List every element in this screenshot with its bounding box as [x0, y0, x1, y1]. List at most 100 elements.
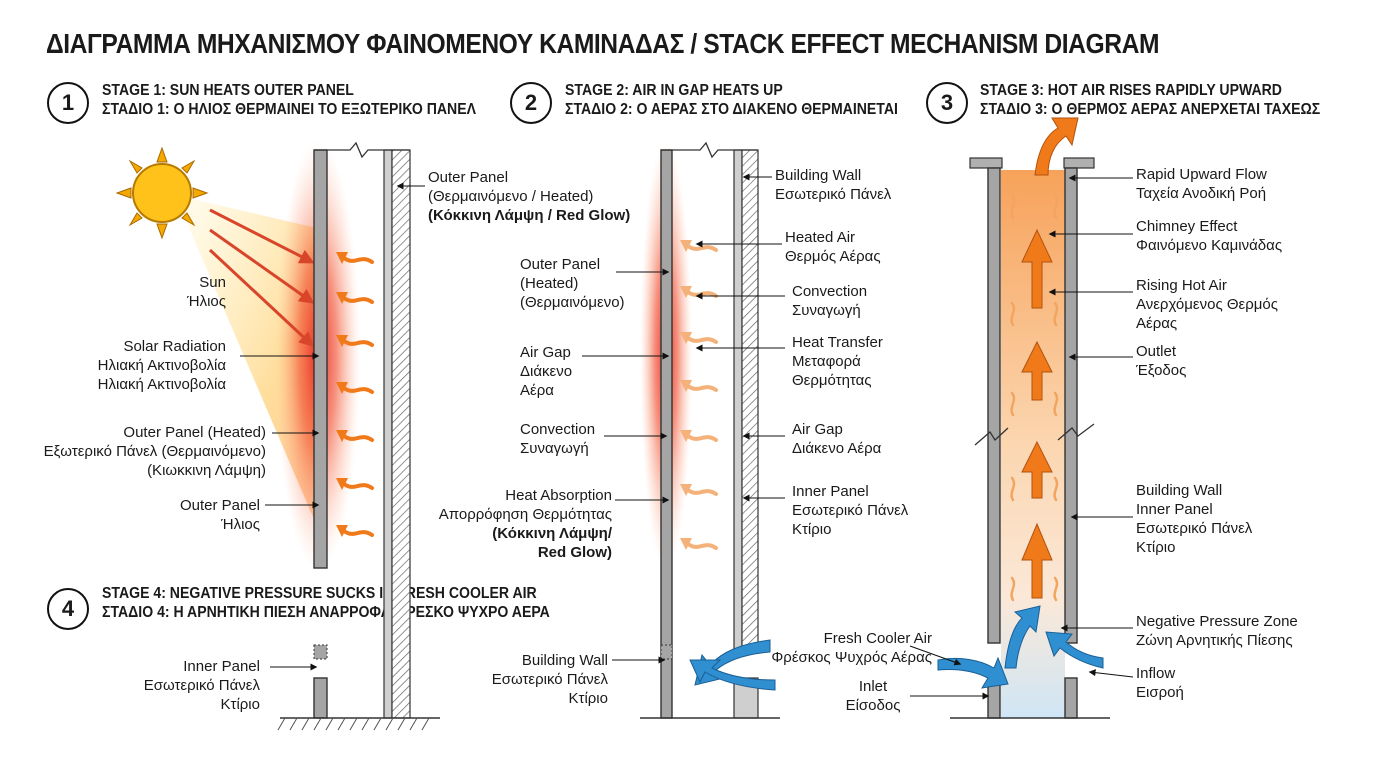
chimney-l1: Chimney Effect — [1136, 218, 1238, 235]
stage-2-heading: STAGE 2: AIR IN GAP HEATS UP ΣΤΑΔΙΟ 2: Ο… — [565, 81, 898, 119]
convection-right-l1: Convection — [792, 283, 868, 300]
neg-pressure-l1: Negative Pressure Zone — [1136, 613, 1298, 630]
wall-stud — [383, 149, 393, 719]
chimney-inner-wall — [1064, 167, 1078, 644]
stage-4-title-el: ΣΤΑΔΙΟ 4: Η ΑΡΝΗΤΙΚΗ ΠΙΕΣΗ ΑΝΑΡΡΟΦΑ ΦΡΕΣ… — [102, 604, 550, 621]
label-building-wall-bottom: Building Wall Εσωτερικό Πάνελ Κτίριο — [492, 651, 608, 708]
outer-panel-top-l2: (Θερμαινόμενο / Heated) — [428, 188, 594, 205]
stage-1-title-el: ΣΤΑΔΙΟ 1: Ο ΗΛΙΟΣ ΘΕΡΜΑΙΝΕΙ ΤΟ ΕΞΩΤΕΡΙΚΟ… — [102, 101, 476, 118]
heat-transfer-l1: Heat Transfer — [792, 334, 883, 351]
label-convection-right: Convection Συναγωγή — [792, 282, 867, 320]
chimney-l2: Φαινόμενο Καμινάδας — [1136, 237, 1283, 254]
rising-l3: Αέρας — [1136, 315, 1178, 332]
convection-right-l2: Συναγωγή — [792, 302, 861, 319]
stage-1-heading: STAGE 1: SUN HEATS OUTER PANEL ΣΤΑΔΙΟ 1:… — [102, 81, 476, 119]
air-gap-left-l3: Αέρα — [520, 382, 554, 399]
label-inlet: Inlet Είσοδος — [838, 677, 908, 715]
label-building-wall-top: Building Wall Εσωτερικό Πάνελ — [775, 166, 891, 204]
label-outer-panel-top: Outer Panel (Θερμαινόμενο / Heated) (Κόκ… — [428, 168, 630, 225]
inner-panel-2-l3: Κτίριο — [792, 521, 832, 538]
outer-panel-l2: Ήλιος — [221, 516, 260, 533]
heat-absorption-l1: Heat Absorption — [505, 487, 612, 504]
fresh-air-l1: Fresh Cooler Air — [823, 630, 932, 647]
inlet-l2: Είσοδος — [845, 697, 901, 714]
convection-left-l1: Convection — [520, 421, 596, 438]
fresh-air-l2: Φρέσκος Ψυχρός Αέρας — [771, 649, 932, 666]
heat-transfer-l2: Μεταφορά — [792, 353, 861, 370]
stage-2-badge: 2 — [510, 82, 552, 124]
label-sun: Sun Ήλιος — [187, 273, 226, 311]
heat-absorption-l3: (Κόκκινη Λάμψη/ — [492, 525, 612, 542]
outer-panel-2-l3: (Θερμαινόμενο) — [520, 294, 625, 311]
diagram-title: ΔΙΑΓΡΑΜΜΑ ΜΗΧΑΝΙΣΜΟΥ ΦΑΙΝΟΜΕΝΟΥ ΚΑΜΙΝΑΔΑ… — [46, 28, 1160, 59]
label-heat-absorption: Heat Absorption Απορρόφηση Θερμότητας (Κ… — [439, 486, 612, 562]
stage-4-heading: STAGE 4: NEGATIVE PRESSURE SUCKS IN FRES… — [102, 584, 550, 622]
label-building-wall-3: Building Wall Inner Panel Εσωτερικό Πάνε… — [1136, 481, 1252, 557]
outlet-l1: Outlet — [1136, 343, 1177, 360]
outer-panel-top-l1: Outer Panel — [428, 169, 509, 186]
break-line — [314, 141, 410, 159]
heat-absorption-l2: Απορρόφηση Θερμότητας — [438, 506, 612, 523]
stage-3-title-en: STAGE 3: HOT AIR RISES RAPIDLY UPWARD — [980, 82, 1282, 99]
heat-absorption-l4: Red Glow) — [537, 544, 612, 561]
inlet-l1: Inlet — [858, 678, 888, 695]
rapid-flow-l2: Ταχεία Ανοδική Ροή — [1136, 185, 1267, 202]
inner-panel-2-l2: Εσωτερικό Πάνελ — [792, 502, 909, 519]
building-wall-3-l2: Inner Panel — [1136, 501, 1213, 518]
outer-heated-l3: (Κιωκκινη Λάμψη) — [147, 462, 266, 479]
label-rapid-flow: Rapid Upward Flow Ταχεία Ανοδική Ροή — [1136, 165, 1267, 203]
stage-4-title-en: STAGE 4: NEGATIVE PRESSURE SUCKS IN FRES… — [102, 585, 537, 602]
rising-l1: Rising Hot Air — [1136, 277, 1227, 294]
building-wall-3-l1: Building Wall — [1136, 482, 1223, 499]
stage-2-title-el: ΣΤΑΔΙΟ 2: Ο ΑΕΡΑΣ ΣΤΟ ΔΙΑΚΕΝΟ ΘΕΡΜΑΙΝΕΤΑ… — [565, 101, 898, 118]
label-solar-radiation: Solar Radiation Ηλιακή Ακτινοβολία Ηλιακ… — [98, 337, 226, 394]
inner-wall — [391, 149, 411, 719]
inner-panel-l3: Κτίριο — [220, 696, 260, 713]
outer-panel-l1: Outer Panel — [179, 497, 260, 514]
label-heated-air: Heated Air Θερμός Αέρας — [785, 228, 881, 266]
stage-3-title-el: ΣΤΑΔΙΟ 3: Ο ΘΕΡΜΟΣ ΑΕΡΑΣ ΑΝΕΡΧΕΤΑΙ ΤΑΧΕΩ… — [980, 101, 1321, 118]
sun-icon — [115, 146, 209, 240]
sun-l2: Ήλιος — [187, 293, 226, 310]
neg-pressure-l2: Ζώνη Αρνητικής Πίεσης — [1136, 632, 1293, 649]
solar-l3: Ηλιακή Ακτινοβολία — [97, 376, 226, 393]
label-chimney-effect: Chimney Effect Φαινόμενο Καμινάδας — [1136, 217, 1282, 255]
label-outer-heated: Outer Panel (Heated) Εξωτερικό Πάνελ (Θε… — [44, 423, 266, 480]
sun-l1: Sun — [199, 274, 226, 291]
label-rising-hot-air: Rising Hot Air Ανερχόμενος Θερμός Αέρας — [1136, 276, 1278, 333]
building-wall-bottom-l1: Building Wall — [521, 652, 608, 669]
building-wall-top-l2: Εσωτερικό Πάνελ — [775, 186, 892, 203]
heated-air-l1: Heated Air — [785, 229, 856, 246]
panel-2-art — [582, 140, 785, 719]
label-convection-left: Convection Συναγωγή — [520, 420, 595, 458]
building-wall-3-l4: Κτίριο — [1136, 539, 1176, 556]
building-wall-top-l1: Building Wall — [775, 167, 862, 184]
inflow-l1: Inflow — [1136, 665, 1176, 682]
inflow-l2: Εισροή — [1136, 684, 1184, 701]
building-wall-bottom-l2: Εσωτερικό Πάνελ — [491, 671, 608, 688]
heated-air-l2: Θερμός Αέρας — [785, 248, 881, 265]
convection-left-l2: Συναγωγή — [520, 440, 589, 457]
label-inner-panel: Inner Panel Εσωτερικό Πάνελ Κτίριο — [144, 657, 260, 714]
panel-1-art — [115, 140, 440, 731]
solar-l1: Solar Radiation — [123, 338, 226, 355]
solar-l2: Ηλιακή Ακτινοβολία — [97, 357, 226, 374]
rising-l2: Ανερχόμενος Θερμός — [1136, 296, 1278, 313]
stage-3-badge: 3 — [926, 82, 968, 124]
building-wall-bottom-l3: Κτίριο — [568, 690, 608, 707]
stage-2-title-en: STAGE 2: AIR IN GAP HEATS UP — [565, 82, 783, 99]
label-air-gap-left: Air Gap Διάκενο Αέρα — [520, 343, 572, 400]
outer-heated-l2: Εξωτερικό Πάνελ (Θερμαινόμενο) — [43, 443, 266, 460]
label-heat-transfer: Heat Transfer Μεταφορά Θερμότητας — [792, 333, 883, 390]
stage-4-badge: 4 — [47, 588, 89, 630]
label-outer-panel: Outer Panel Ήλιος — [180, 496, 260, 534]
label-outlet: Outlet Έξοδος — [1136, 342, 1186, 380]
inner-panel-l2: Εσωτερικό Πάνελ — [143, 677, 260, 694]
stage-3-heading: STAGE 3: HOT AIR RISES RAPIDLY UPWARD ΣΤ… — [980, 81, 1320, 119]
air-gap-left-l2: Διάκενο — [520, 363, 573, 380]
label-negative-pressure: Negative Pressure Zone Ζώνη Αρνητικής Πί… — [1136, 612, 1298, 650]
air-gap-right-l2: Διάκενο Αέρα — [792, 440, 882, 457]
label-air-gap-right: Air Gap Διάκενο Αέρα — [792, 420, 881, 458]
outer-heated-l1: Outer Panel (Heated) — [123, 424, 266, 441]
